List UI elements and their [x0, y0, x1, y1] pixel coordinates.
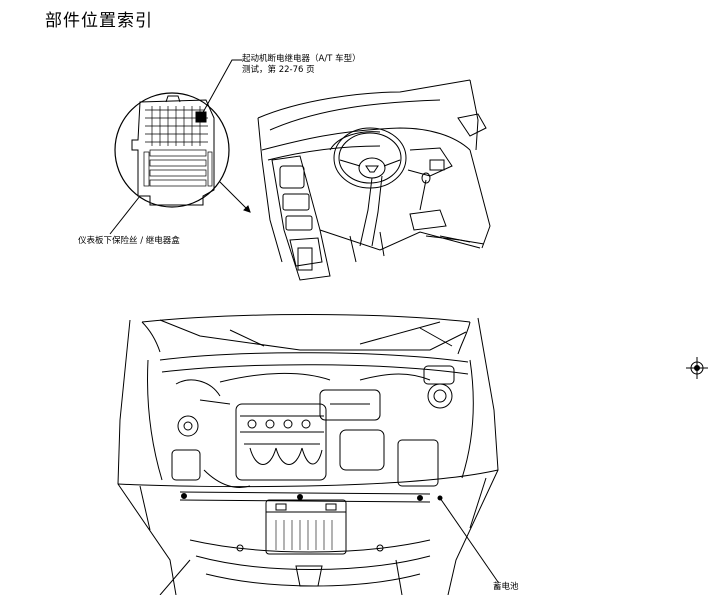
starter-cut-relay-label: 起动机断电继电器（A/T 车型） [242, 54, 361, 64]
page-title: 部件位置索引 [45, 11, 153, 31]
starter-cut-relay-page-ref[interactable]: 测试，第 22-76 页 [242, 65, 315, 75]
fuse-relay-box-callout: 仪表板下保险丝 / 继电器盒 [78, 236, 180, 246]
detail-arrow [219, 181, 251, 213]
battery-component [265, 499, 347, 555]
relay-leader-line [200, 59, 242, 117]
battery-callout: 蓄电池 [493, 582, 519, 592]
fuse-leader-line [109, 195, 141, 235]
fuse-box-detail [114, 92, 230, 208]
battery-leader-line [439, 497, 499, 583]
registration-mark-icon [686, 357, 708, 379]
engine-bay-view [117, 314, 499, 595]
starter-cut-relay-callout: 起动机断电继电器（A/T 车型） 测试，第 22-76 页 [242, 54, 361, 76]
dashboard-view [257, 79, 491, 281]
